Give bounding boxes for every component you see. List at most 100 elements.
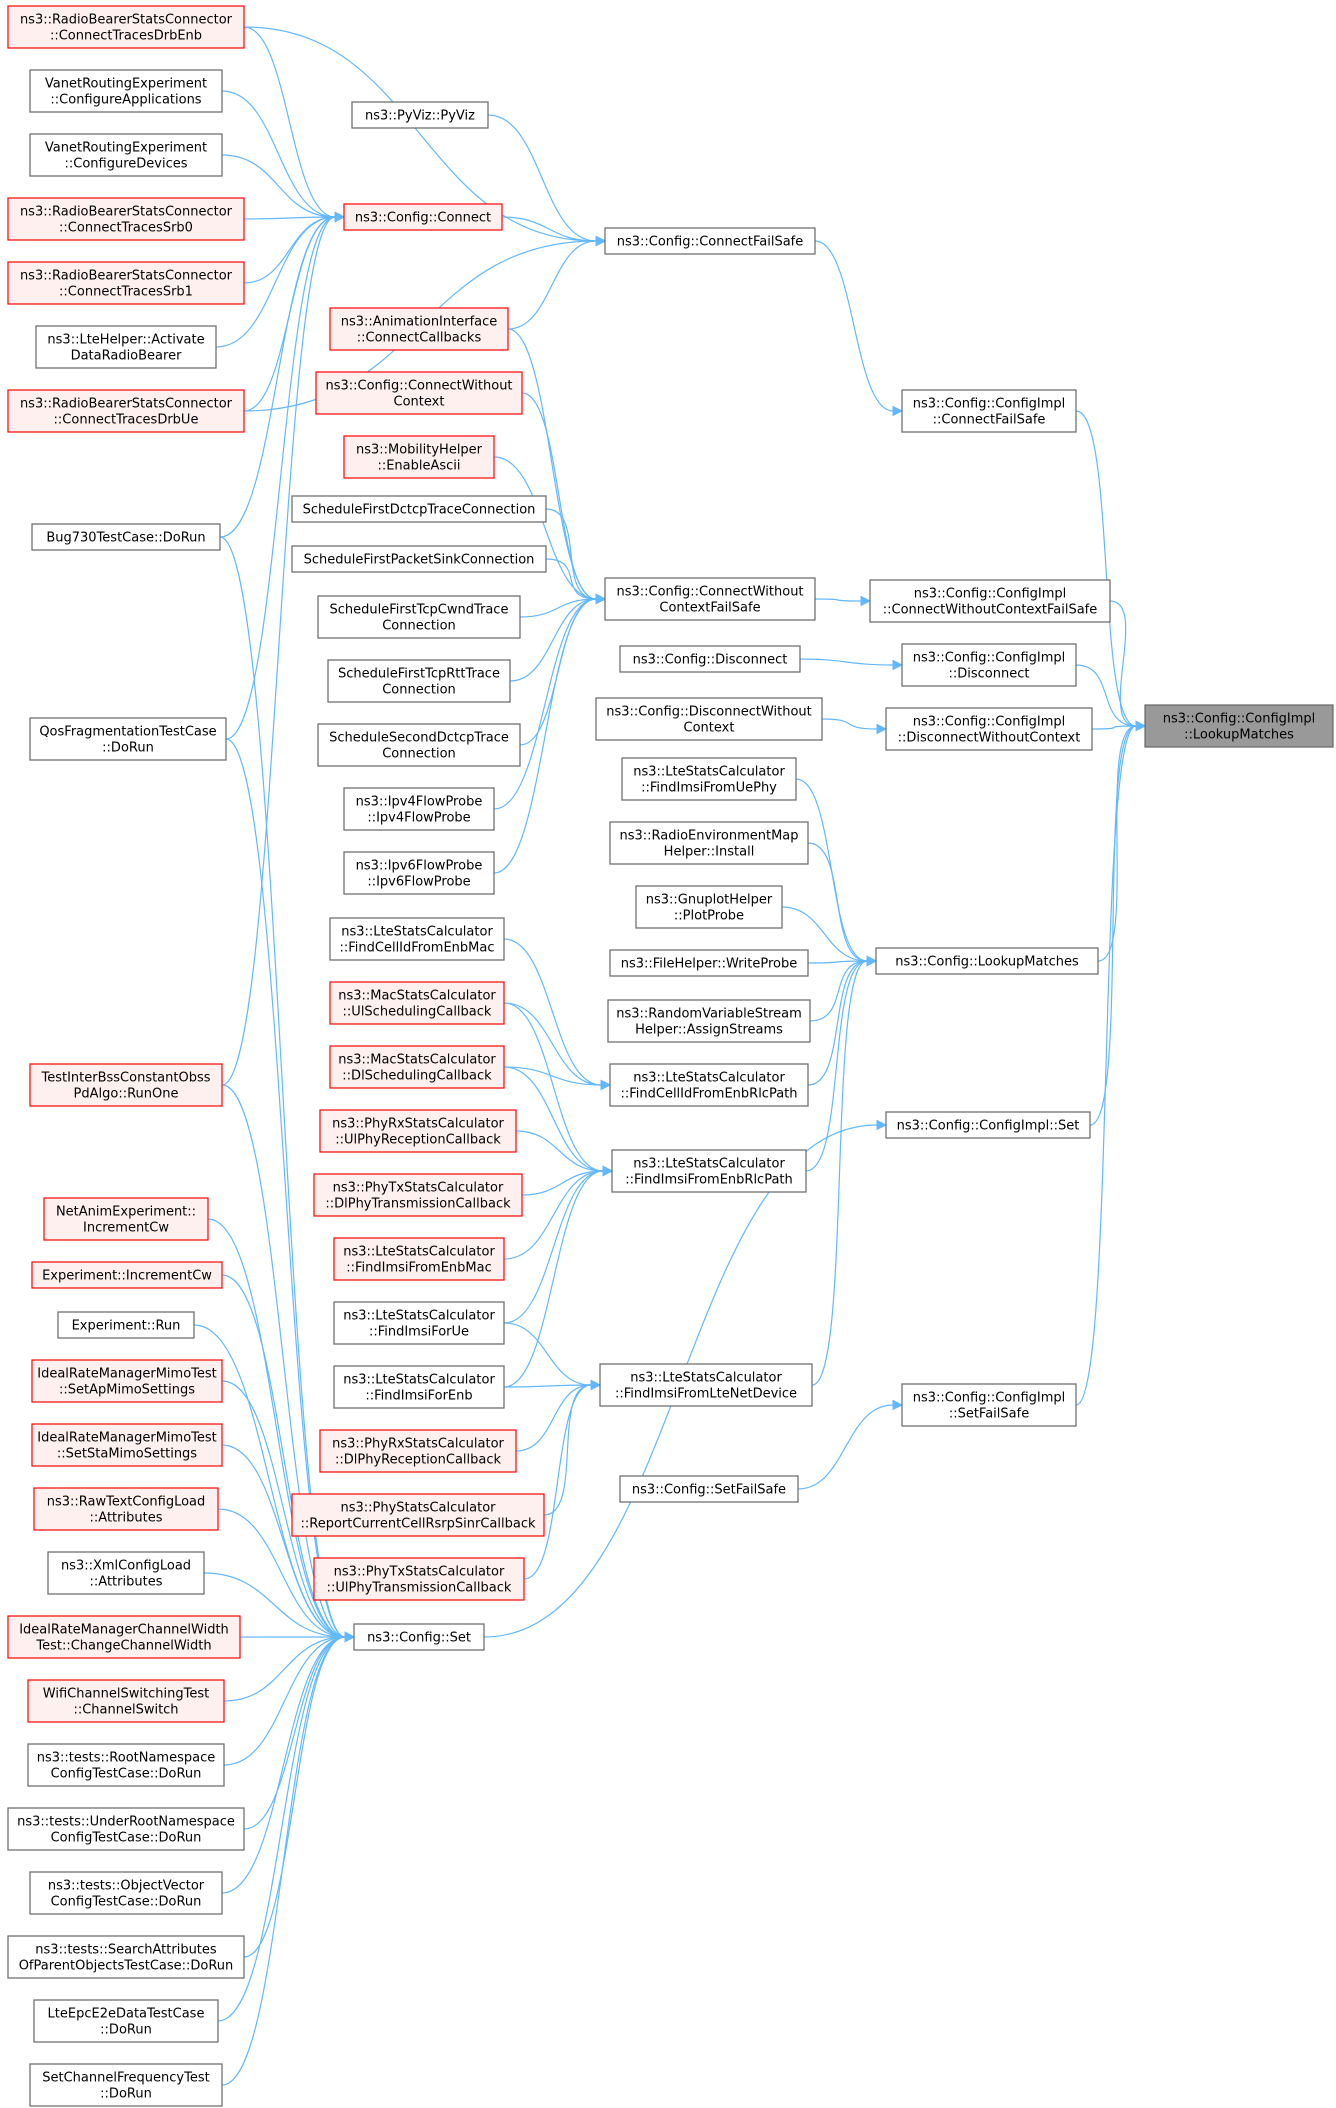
graph-node-ci_disc[interactable]: ns3::Config::ConfigImpl::Disconnect bbox=[901, 643, 1077, 687]
node-label-line: ::Attributes bbox=[90, 1511, 163, 1526]
graph-node-vanet_dev[interactable]: VanetRoutingExperiment::ConfigureDevices bbox=[29, 133, 223, 177]
node-label-line: ::PlotProbe bbox=[674, 909, 744, 924]
node-label-line: ::ConnectTracesDrbUe bbox=[54, 413, 199, 428]
graph-node-t_objvec[interactable]: ns3::tests::ObjectVectorConfigTestCase::… bbox=[29, 1871, 223, 1915]
call-edge-rb_srb0-to-c_connect bbox=[243, 216, 336, 220]
node-label-line: VanetRoutingExperiment bbox=[45, 141, 207, 156]
graph-node-irm_ap[interactable]: IdealRateManagerMimoTest::SetApMimoSetti… bbox=[31, 1359, 223, 1403]
node-label-line: ConfigTestCase::DoRun bbox=[51, 1831, 202, 1846]
graph-node-rawtext[interactable]: ns3::RawTextConfigLoad::Attributes bbox=[33, 1487, 219, 1531]
node-box bbox=[33, 1487, 219, 1531]
graph-node-fi_rlc[interactable]: ns3::LteStatsCalculator::FindImsiFromEnb… bbox=[611, 1149, 807, 1193]
graph-node-lookup[interactable]: ns3::Config::LookupMatches bbox=[875, 947, 1099, 975]
node-label-line: ns3::GnuplotHelper bbox=[646, 893, 773, 908]
node-box bbox=[621, 757, 797, 801]
graph-node-xmlcfg[interactable]: ns3::XmlConfigLoad::Attributes bbox=[47, 1551, 205, 1595]
graph-node-fc_enbmac[interactable]: ns3::LteStatsCalculator::FindCellIdFromE… bbox=[329, 917, 505, 961]
graph-node-anim[interactable]: ns3::AnimationInterface::ConnectCallback… bbox=[329, 307, 509, 351]
node-box bbox=[313, 1173, 523, 1217]
node-label-line: ns3::Config::ConfigImpl bbox=[913, 651, 1066, 666]
graph-node-rb_srb0[interactable]: ns3::RadioBearerStatsConnector::ConnectT… bbox=[7, 197, 245, 241]
graph-node-c_cwcfs[interactable]: ns3::Config::ConnectWithoutContextFailSa… bbox=[604, 577, 816, 621]
graph-node-mob[interactable]: ns3::MobilityHelper::EnableAscii bbox=[343, 435, 495, 479]
graph-node-exp_inc[interactable]: Experiment::IncrementCw bbox=[31, 1261, 223, 1289]
graph-node-rvs[interactable]: ns3::RandomVariableStreamHelper::AssignS… bbox=[607, 999, 811, 1043]
node-label-line: ::FindImsiForEnb bbox=[365, 1389, 472, 1404]
graph-node-vanet_app[interactable]: VanetRoutingExperiment::ConfigureApplica… bbox=[29, 69, 223, 113]
graph-node-pyviz[interactable]: ns3::PyViz::PyViz bbox=[351, 101, 489, 129]
graph-node-c_cwc[interactable]: ns3::Config::ConnectWithoutContext bbox=[315, 371, 523, 415]
graph-node-sfdctcp[interactable]: ScheduleFirstDctcpTraceConnection bbox=[291, 495, 547, 523]
graph-node-phyrx_dl[interactable]: ns3::PhyRxStatsCalculator::DlPhyReceptio… bbox=[319, 1429, 517, 1473]
graph-node-fi_uephy[interactable]: ns3::LteStatsCalculator::FindImsiFromUeP… bbox=[621, 757, 797, 801]
graph-node-lteepc[interactable]: LteEpcE2eDataTestCase::DoRun bbox=[33, 1999, 219, 2043]
graph-node-fi_ue[interactable]: ns3::LteStatsCalculator::FindImsiForUe bbox=[333, 1301, 505, 1345]
graph-node-filehelper[interactable]: ns3::FileHelper::WriteProbe bbox=[609, 949, 809, 977]
node-label-line: ns3::RandomVariableStream bbox=[616, 1007, 802, 1022]
graph-node-t_root[interactable]: ns3::tests::RootNamespaceConfigTestCase:… bbox=[27, 1743, 225, 1787]
graph-node-phyrx_ul[interactable]: ns3::PhyRxStatsCalculator::UlPhyReceptio… bbox=[319, 1109, 517, 1153]
node-label-line: IdealRateManagerMimoTest bbox=[37, 1431, 217, 1446]
graph-node-mac_ul[interactable]: ns3::MacStatsCalculator::UlSchedulingCal… bbox=[329, 981, 505, 1025]
graph-node-fi_enb[interactable]: ns3::LteStatsCalculator::FindImsiForEnb bbox=[333, 1365, 505, 1409]
graph-node-rb_drbue[interactable]: ns3::RadioBearerStatsConnector::ConnectT… bbox=[7, 389, 245, 433]
graph-node-irm_cw[interactable]: IdealRateManagerChannelWidthTest::Change… bbox=[7, 1615, 241, 1659]
graph-node-t_search[interactable]: ns3::tests::SearchAttributesOfParentObje… bbox=[7, 1935, 245, 1979]
graph-node-c_cfs[interactable]: ns3::Config::ConnectFailSafe bbox=[604, 227, 816, 255]
graph-node-irm_sta[interactable]: IdealRateManagerMimoTest::SetStaMimoSett… bbox=[31, 1423, 223, 1467]
arrowhead-icon bbox=[892, 659, 904, 671]
graph-node-t_under[interactable]: ns3::tests::UnderRootNamespaceConfigTest… bbox=[7, 1807, 245, 1851]
node-label-line: ::LookupMatches bbox=[1184, 728, 1294, 743]
call-edge-c_disc-to-ci_disc bbox=[799, 658, 894, 666]
graph-node-ci_cfs[interactable]: ns3::Config::ConfigImpl::ConnectFailSafe bbox=[901, 389, 1077, 433]
graph-node-c_sfs[interactable]: ns3::Config::SetFailSafe bbox=[619, 1475, 799, 1503]
graph-node-phytx_dl[interactable]: ns3::PhyTxStatsCalculator::DlPhyTransmis… bbox=[313, 1173, 523, 1217]
graph-node-phystats[interactable]: ns3::PhyStatsCalculator::ReportCurrentCe… bbox=[291, 1493, 545, 1537]
graph-node-ci_cwcfs[interactable]: ns3::Config::ConfigImpl::ConnectWithoutC… bbox=[869, 579, 1111, 623]
node-layer: ns3::Config::ConfigImpl::LookupMatchesns… bbox=[7, 5, 1334, 2107]
graph-node-phytx_ul[interactable]: ns3::PhyTxStatsCalculator::UlPhyTransmis… bbox=[313, 1557, 525, 1601]
graph-node-fc_rlc[interactable]: ns3::LteStatsCalculator::FindCellIdFromE… bbox=[609, 1063, 809, 1107]
graph-node-qosfrag[interactable]: QosFragmentationTestCase::DoRun bbox=[29, 717, 227, 761]
graph-node-c_disc[interactable]: ns3::Config::Disconnect bbox=[619, 645, 801, 673]
node-box bbox=[7, 389, 245, 433]
graph-node-root[interactable]: ns3::Config::ConfigImpl::LookupMatches bbox=[1144, 704, 1334, 748]
graph-node-c_dwc[interactable]: ns3::Config::DisconnectWithoutContext bbox=[595, 697, 823, 741]
graph-node-ci_set[interactable]: ns3::Config::ConfigImpl::Set bbox=[885, 1111, 1091, 1139]
graph-node-bug730[interactable]: Bug730TestCase::DoRun bbox=[31, 523, 221, 551]
node-box bbox=[29, 133, 223, 177]
node-label-line: ns3::Config::ConfigImpl bbox=[914, 587, 1067, 602]
node-label-line: ns3::Config::ConnectWithout bbox=[616, 585, 803, 600]
node-label-line: ns3::Config::LookupMatches bbox=[895, 955, 1079, 970]
graph-node-mac_dl[interactable]: ns3::MacStatsCalculator::DlSchedulingCal… bbox=[329, 1045, 505, 1089]
graph-node-wifics[interactable]: WifiChannelSwitchingTest::ChannelSwitch bbox=[27, 1679, 225, 1723]
graph-node-netanim[interactable]: NetAnimExperiment::IncrementCw bbox=[43, 1197, 209, 1241]
graph-node-ipv6probe[interactable]: ns3::Ipv6FlowProbe::Ipv6FlowProbe bbox=[343, 851, 495, 895]
graph-node-fi_lte[interactable]: ns3::LteStatsCalculator::FindImsiFromLte… bbox=[599, 1363, 813, 1407]
graph-node-gnuplot[interactable]: ns3::GnuplotHelper::PlotProbe bbox=[635, 885, 783, 929]
graph-node-ipv4probe[interactable]: ns3::Ipv4FlowProbe::Ipv4FlowProbe bbox=[343, 787, 495, 831]
graph-node-rb_srb1[interactable]: ns3::RadioBearerStatsConnector::ConnectT… bbox=[7, 261, 245, 305]
node-label-line: ::DlPhyReceptionCallback bbox=[335, 1453, 502, 1468]
graph-node-rb_drbenb[interactable]: ns3::RadioBearerStatsConnector::ConnectT… bbox=[7, 5, 245, 49]
graph-node-setchan[interactable]: SetChannelFrequencyTest::DoRun bbox=[29, 2063, 223, 2107]
arrowhead-icon bbox=[1135, 720, 1147, 732]
node-label-line: ns3::RadioBearerStatsConnector bbox=[20, 205, 233, 220]
graph-node-ci_sfs[interactable]: ns3::Config::ConfigImpl::SetFailSafe bbox=[901, 1383, 1077, 1427]
graph-node-c_connect[interactable]: ns3::Config::Connect bbox=[343, 203, 503, 231]
node-label-line: ns3::LteStatsCalculator bbox=[343, 1309, 495, 1324]
graph-node-sfpsink[interactable]: ScheduleFirstPacketSinkConnection bbox=[291, 545, 547, 573]
node-label-line: SetChannelFrequencyTest bbox=[42, 2071, 209, 2086]
graph-node-fi_enbmac[interactable]: ns3::LteStatsCalculator::FindImsiFromEnb… bbox=[333, 1237, 505, 1281]
graph-node-c_set[interactable]: ns3::Config::Set bbox=[353, 1623, 485, 1651]
graph-node-exp_run[interactable]: Experiment::Run bbox=[57, 1311, 195, 1339]
node-box bbox=[313, 1557, 525, 1601]
graph-node-ci_dwc[interactable]: ns3::Config::ConfigImpl::DisconnectWitho… bbox=[885, 707, 1093, 751]
call-edge-rb_srb1-to-c_connect bbox=[243, 216, 336, 284]
